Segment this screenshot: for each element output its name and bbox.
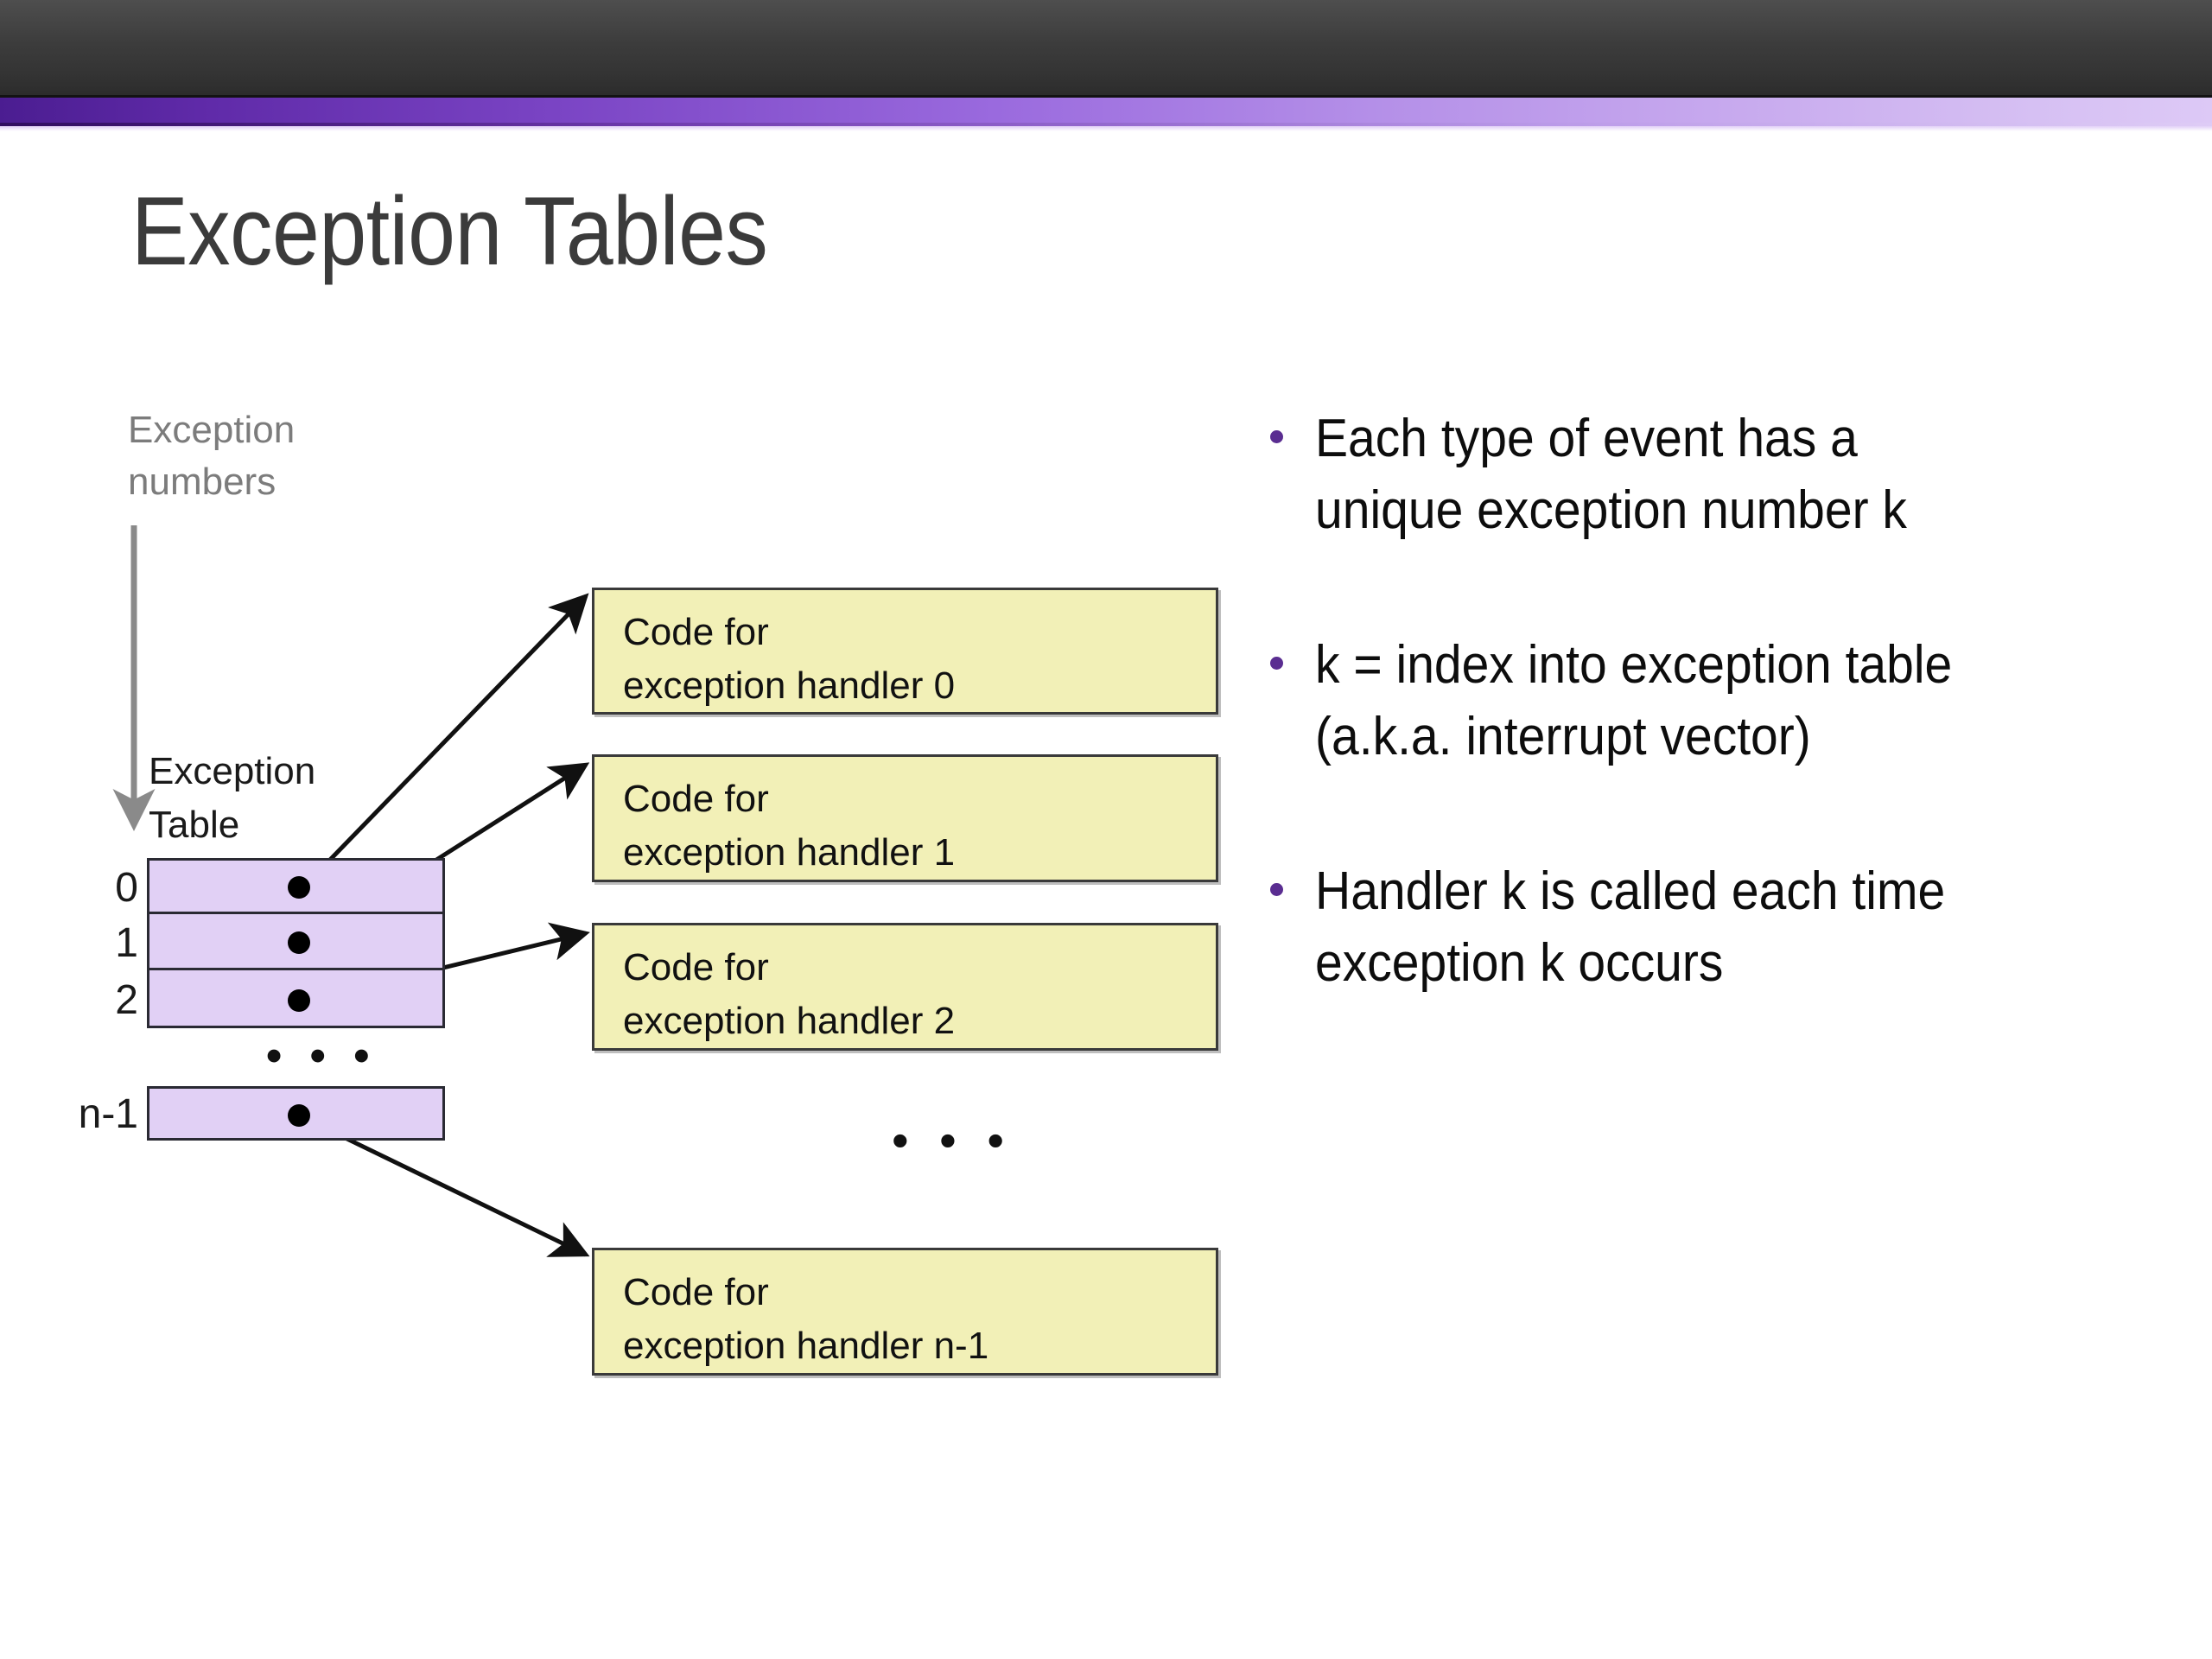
table-vertical-ellipsis: • • •	[266, 1031, 378, 1081]
pointer-arrow-row-0	[299, 593, 589, 892]
handler-code-label-1: Code for exception handler 1	[623, 778, 956, 874]
exception-numbers-label: Exception numbers	[128, 409, 296, 503]
table-row-index-n-1: n-1	[78, 1091, 138, 1137]
handler-boxes-ellipsis: • • •	[892, 1113, 1013, 1167]
bullet-dot-icon	[1270, 430, 1283, 443]
table-row-2[interactable]	[147, 970, 445, 1028]
handler-code-box-1[interactable]: Code for exception handler 1	[592, 754, 1218, 882]
bullet-dot-icon	[1270, 657, 1283, 671]
pointer-dot-icon	[288, 931, 310, 954]
pointer-dot-icon	[288, 1104, 310, 1127]
table-row-n-1[interactable]	[147, 1086, 445, 1141]
table-row-index-1: 1	[115, 920, 138, 966]
bullet-item-1: k = index into exception table (a.k.a. i…	[1263, 629, 2179, 772]
table-row-1[interactable]	[147, 914, 445, 970]
bullet-text-0: Each type of event has a unique exceptio…	[1315, 409, 1907, 541]
handler-code-label-n-1: Code for exception handler n-1	[623, 1271, 989, 1368]
handler-code-box-2[interactable]: Code for exception handler 2	[592, 923, 1218, 1051]
bullet-item-2: Handler k is called each time exception …	[1263, 855, 2179, 999]
page-title: Exception Tables	[131, 177, 768, 285]
table-row-0[interactable]	[147, 858, 445, 914]
table-row-index-0: 0	[115, 865, 138, 911]
header-dark-banner	[0, 0, 2212, 98]
handler-code-label-0: Code for exception handler 0	[623, 611, 956, 708]
bullet-list: Each type of event has a unique exceptio…	[1263, 403, 2179, 1082]
table-row-index-2: 2	[115, 977, 138, 1023]
handler-code-box-n-1[interactable]: Code for exception handler n-1	[592, 1248, 1218, 1376]
header-purple-accent-stripe	[0, 98, 2212, 126]
bullet-dot-icon	[1270, 883, 1283, 897]
exception-table-label: Exception Table	[149, 750, 316, 847]
header-accent-fade	[0, 126, 2212, 131]
bullet-text-1: k = index into exception table (a.k.a. i…	[1315, 635, 1953, 767]
bullet-text-2: Handler k is called each time exception …	[1315, 861, 1946, 994]
handler-code-label-2: Code for exception handler 2	[623, 946, 956, 1043]
handler-code-box-0[interactable]: Code for exception handler 0	[592, 588, 1218, 715]
pointer-dot-icon	[288, 876, 310, 899]
pointer-dot-icon	[288, 989, 310, 1012]
bullet-item-0: Each type of event has a unique exceptio…	[1263, 403, 2179, 546]
